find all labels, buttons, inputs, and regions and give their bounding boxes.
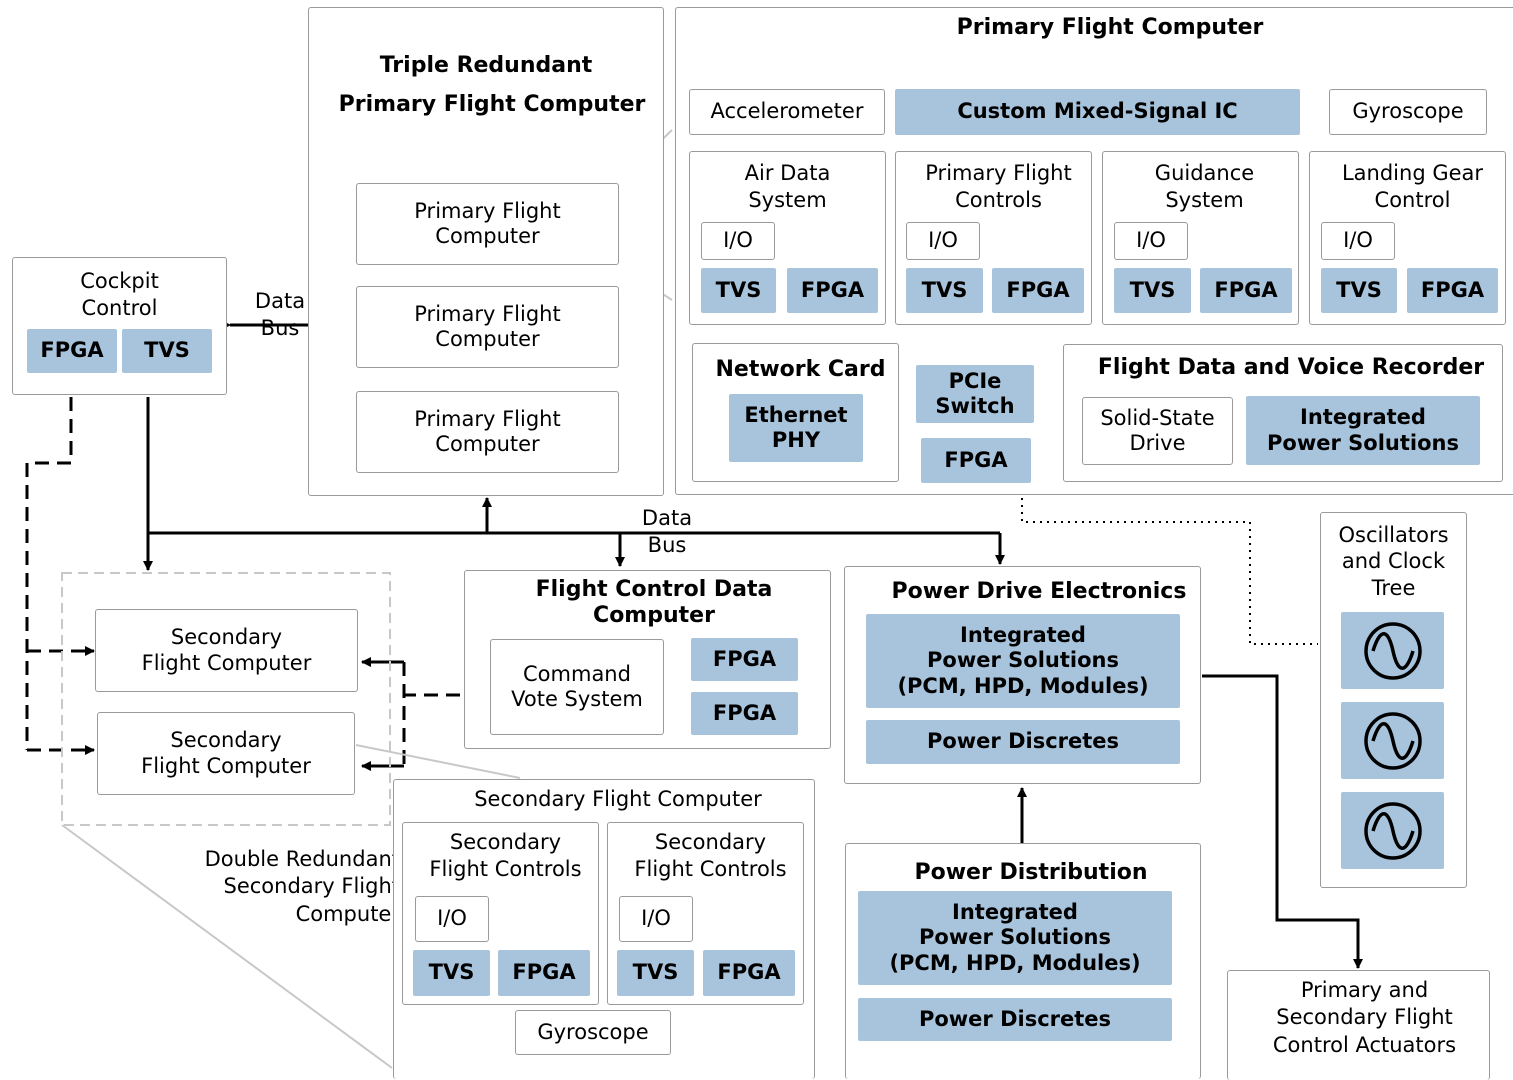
pfc-unit-2[interactable]: Primary Flight Computer	[356, 286, 619, 368]
fpga-chip: FPGA	[787, 268, 878, 313]
data-bus-label-left: Data Bus	[254, 289, 306, 341]
controls-name: Secondary Flight Controls	[429, 830, 582, 882]
pfc-unit-1[interactable]: Primary Flight Computer	[356, 183, 619, 265]
pdist-integrated-power-chip: Integrated Power Solutions (PCM, HPD, Mo…	[858, 891, 1172, 985]
pfc-detail-title: Primary Flight Computer	[956, 15, 1264, 40]
subsystem-name: Guidance System	[1154, 161, 1255, 213]
cockpit-tvs-chip: TVS	[122, 329, 212, 373]
secondary-gyroscope-box[interactable]: Gyroscope	[515, 1010, 671, 1055]
pdist-power-discretes-chip: Power Discretes	[858, 998, 1172, 1041]
double-redundant-label: Double Redundant Secondary Flight Comput…	[204, 847, 400, 926]
accelerometer-box[interactable]: Accelerometer	[689, 89, 885, 135]
command-vote-system: Command Vote System	[490, 639, 664, 735]
mixed-signal-ic-chip: Custom Mixed-Signal IC	[895, 89, 1300, 135]
oscillator-chip-2	[1341, 702, 1444, 779]
triple-title-line1: Triple Redundant	[379, 53, 593, 78]
ethernet-phy-chip: Ethernet PHY	[729, 394, 863, 462]
fpga-chip: FPGA	[992, 268, 1084, 313]
subsystem-name: Landing Gear Control	[1341, 161, 1484, 213]
sine-wave-icon	[1363, 801, 1422, 860]
cockpit-title: Cockpit Control	[80, 269, 159, 321]
flight-control-actuators[interactable]	[1227, 970, 1490, 1080]
tvs-chip: TVS	[617, 950, 694, 996]
fcdc-title: Flight Control Data Computer	[535, 577, 773, 629]
tvs-chip: TVS	[1321, 268, 1397, 313]
pde-power-discretes-chip: Power Discretes	[866, 720, 1180, 764]
secondary-fc-1[interactable]: Secondary Flight Computer	[95, 609, 358, 692]
oscillators-title: Oscillators and Clock Tree	[1338, 523, 1449, 600]
io-box: I/O	[1114, 222, 1188, 260]
tvs-chip: TVS	[701, 268, 776, 313]
sine-wave-icon	[1363, 621, 1422, 680]
pcie-switch-chip: PCIe Switch	[916, 365, 1034, 423]
pde-title: Power Drive Electronics	[891, 579, 1187, 604]
data-bus-label-center: Data Bus	[641, 506, 693, 558]
fcdc-fpga-chip-1: FPGA	[691, 638, 798, 681]
sine-wave-icon	[1363, 711, 1422, 770]
tvs-chip: TVS	[1114, 268, 1191, 313]
tvs-chip: TVS	[906, 268, 983, 313]
recorder-title: Flight Data and Voice Recorder	[1097, 355, 1485, 380]
fpga-chip: FPGA	[1200, 268, 1292, 313]
network-card-title: Network Card	[715, 357, 886, 382]
io-box: I/O	[906, 222, 980, 260]
oscillator-chip-3	[1341, 792, 1444, 869]
triple-title-line2: Primary Flight Computer	[338, 92, 646, 117]
pcie-fpga-chip: FPGA	[921, 438, 1031, 483]
pfc-unit-3[interactable]: Primary Flight Computer	[356, 391, 619, 473]
recorder-power-chip: Integrated Power Solutions	[1246, 396, 1480, 465]
fpga-chip: FPGA	[498, 950, 590, 996]
io-box: I/O	[415, 896, 489, 942]
secondary-detail-title: Secondary Flight Computer	[474, 787, 762, 811]
fcdc-fpga-chip-2: FPGA	[691, 692, 798, 735]
oscillator-chip-1	[1341, 612, 1444, 689]
subsystem-name: Primary Flight Controls	[925, 161, 1072, 213]
secondary-fc-2[interactable]: Secondary Flight Computer	[97, 712, 355, 795]
io-box: I/O	[701, 222, 775, 260]
ssd-box: Solid-State Drive	[1082, 397, 1233, 465]
actuators-title: Primary and Secondary Flight Control Act…	[1272, 978, 1457, 1057]
io-box: I/O	[1321, 222, 1395, 260]
gyroscope-box[interactable]: Gyroscope	[1329, 89, 1487, 135]
controls-name: Secondary Flight Controls	[634, 830, 787, 882]
fpga-chip: FPGA	[1407, 268, 1498, 313]
tvs-chip: TVS	[413, 950, 490, 996]
pdist-title: Power Distribution	[914, 860, 1148, 885]
fpga-chip: FPGA	[703, 950, 795, 996]
io-box: I/O	[619, 896, 693, 942]
cockpit-fpga-chip: FPGA	[27, 329, 117, 373]
subsystem-name: Air Data System	[744, 161, 831, 213]
pde-integrated-power-chip: Integrated Power Solutions (PCM, HPD, Mo…	[866, 614, 1180, 708]
